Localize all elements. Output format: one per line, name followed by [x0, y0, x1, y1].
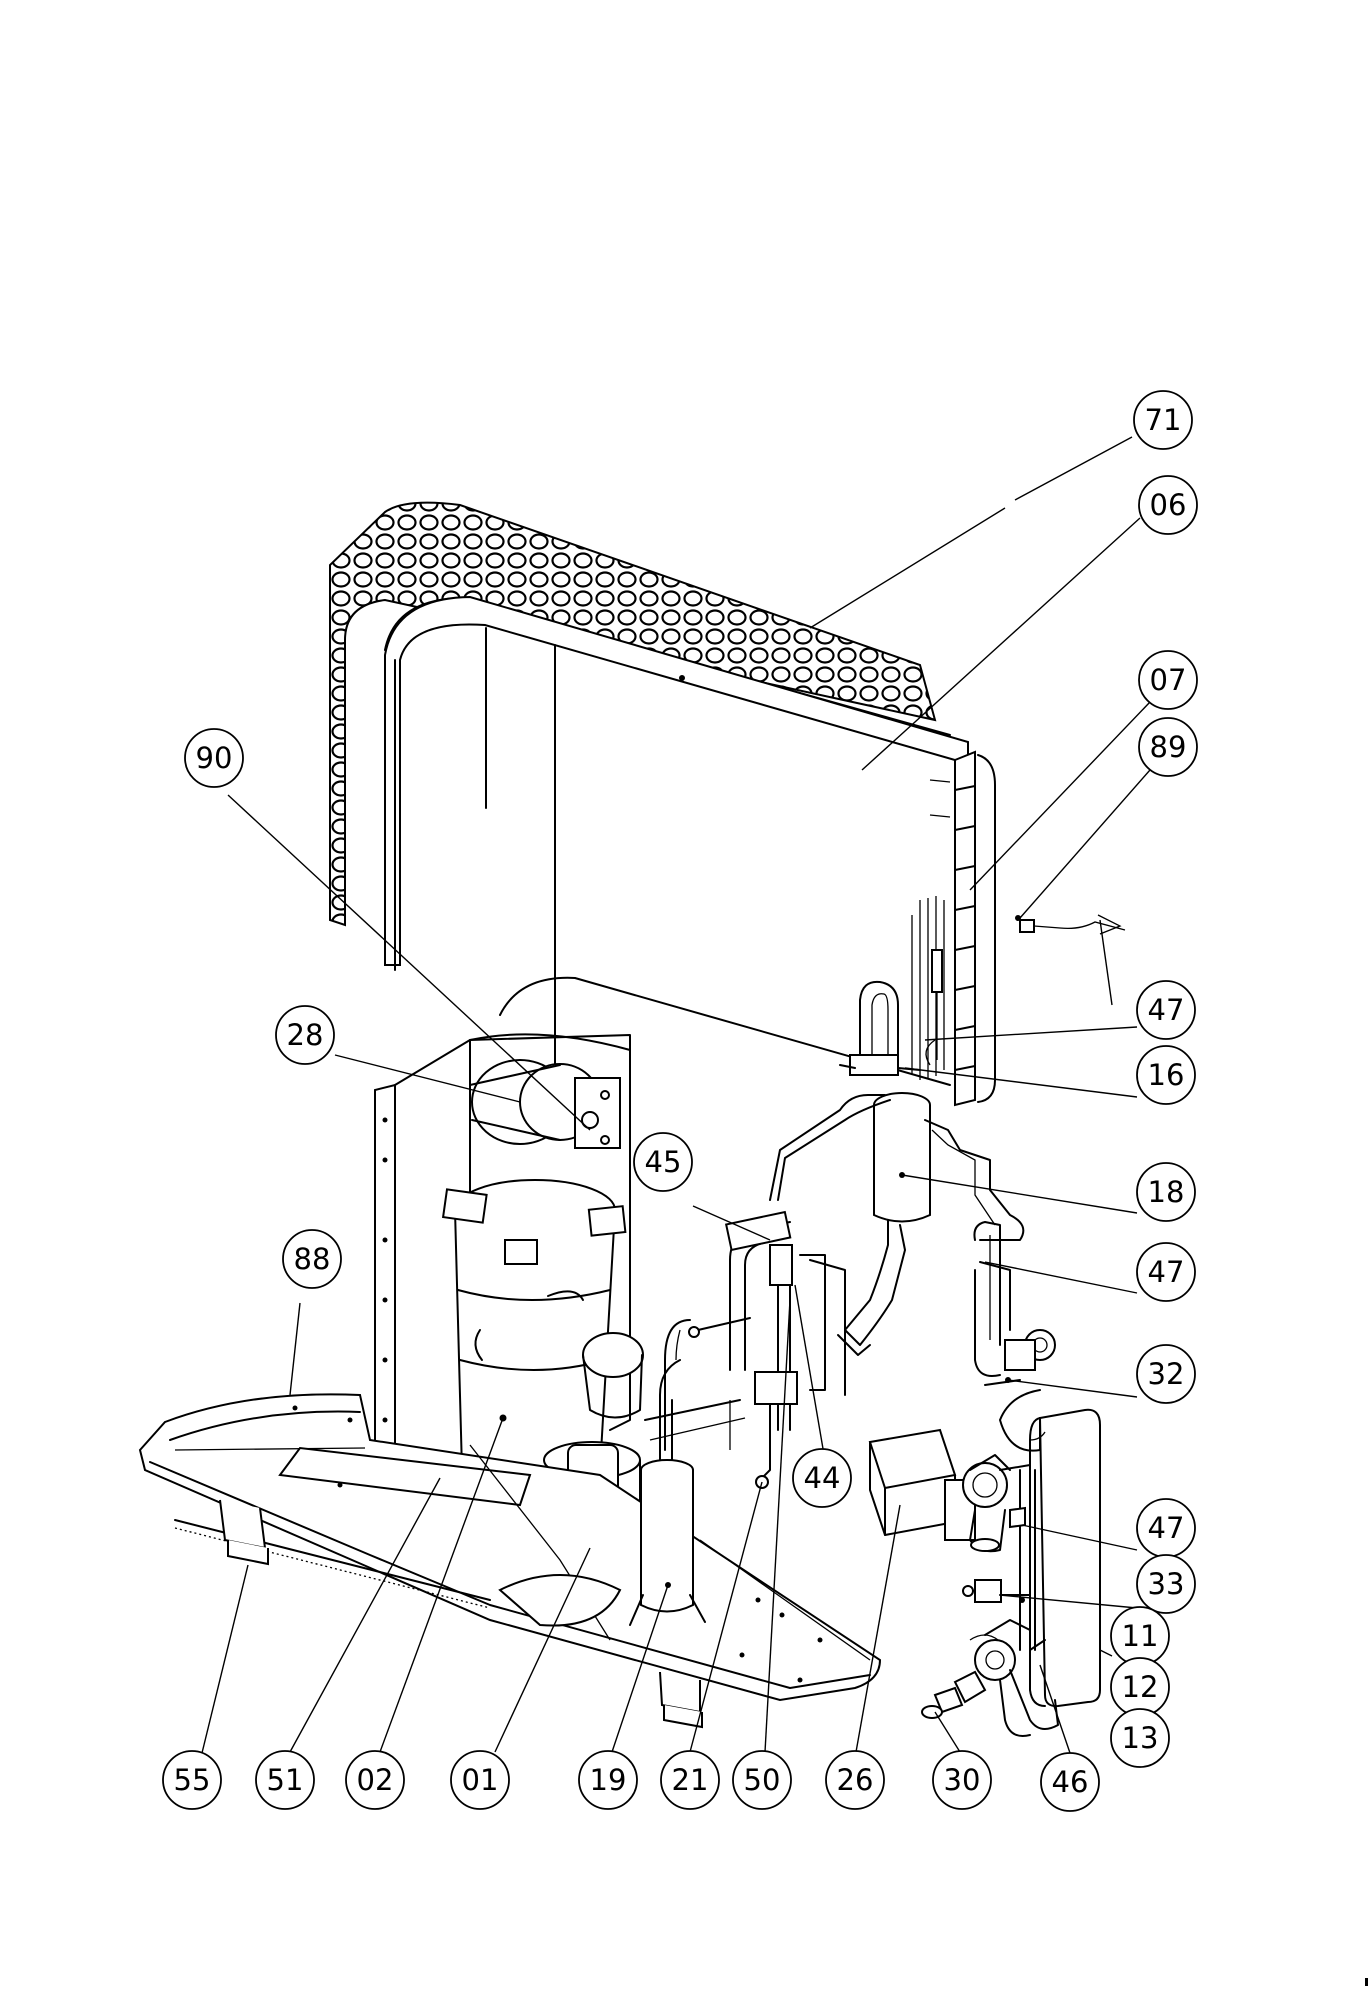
callout-19-label: 19 — [590, 1763, 627, 1797]
callout-26-label: 26 — [837, 1763, 874, 1797]
four-way-valve-assembly — [644, 1210, 846, 1489]
temperature-sensors — [925, 914, 1126, 1066]
callout-06-label: 06 — [1150, 488, 1187, 522]
callout-21-label: 21 — [672, 1763, 709, 1797]
callout-30: 30 — [932, 1750, 992, 1810]
callout-50-label: 50 — [744, 1763, 781, 1797]
callout-47-upper: 47 — [1136, 980, 1196, 1040]
callout-16: 16 — [1136, 1045, 1196, 1105]
callout-32: 32 — [1136, 1344, 1196, 1404]
callout-47-lower: 47 — [1136, 1498, 1196, 1558]
callout-28: 28 — [275, 1005, 335, 1065]
accumulator — [629, 1359, 706, 1626]
condenser-coil — [384, 595, 996, 1107]
callout-71-label: 71 — [1145, 403, 1182, 437]
callout-18: 18 — [1136, 1162, 1196, 1222]
callouts: 71 06 07 89 90 47 28 16 45 18 88 47 32 4… — [162, 390, 1198, 1812]
water-valves — [921, 1579, 1059, 1737]
callout-33: 33 — [1136, 1554, 1196, 1614]
callout-06: 06 — [1138, 475, 1198, 535]
refrigerant-piping — [839, 980, 1056, 1386]
callout-90: 90 — [184, 728, 244, 788]
callout-55-label: 55 — [174, 1763, 211, 1797]
callout-46-label: 46 — [1052, 1765, 1089, 1799]
callout-71: 71 — [1133, 390, 1193, 450]
callout-47-middle-label: 47 — [1148, 1255, 1185, 1289]
callout-51: 51 — [255, 1750, 315, 1810]
callout-13: 13 — [1110, 1708, 1170, 1768]
callout-07-label: 07 — [1150, 663, 1187, 697]
callout-88-label: 88 — [294, 1242, 331, 1276]
callout-16-label: 16 — [1148, 1058, 1185, 1092]
callout-19: 19 — [578, 1750, 638, 1810]
callout-33-label: 33 — [1148, 1567, 1185, 1601]
callout-89: 89 — [1138, 717, 1198, 777]
callout-51-label: 51 — [267, 1763, 304, 1797]
callout-28-label: 28 — [287, 1018, 324, 1052]
callout-02: 02 — [345, 1750, 405, 1810]
callout-13-label: 13 — [1122, 1721, 1159, 1755]
callout-07: 07 — [1138, 650, 1198, 710]
callout-47-middle: 47 — [1136, 1242, 1196, 1302]
callout-12: 12 — [1110, 1657, 1170, 1717]
compressor — [441, 1179, 627, 1486]
callout-26: 26 — [825, 1750, 885, 1810]
receiver-drier — [769, 1092, 931, 1356]
callout-32-label: 32 — [1148, 1357, 1185, 1391]
leader-lines — [201, 436, 1151, 1754]
callout-90-label: 90 — [196, 741, 233, 775]
callout-11: 11 — [1110, 1606, 1170, 1666]
callout-21: 21 — [660, 1750, 720, 1810]
callout-89-label: 89 — [1150, 730, 1187, 764]
callout-11-label: 11 — [1122, 1619, 1159, 1653]
callout-44-label: 44 — [804, 1461, 841, 1495]
water-pump — [868, 1428, 1031, 1553]
base-pan — [138, 1393, 882, 1729]
callout-02-label: 02 — [357, 1763, 394, 1797]
callout-45: 45 — [633, 1132, 693, 1192]
plate-heat-exchanger — [999, 1389, 1101, 1708]
scan-mark — [1365, 1978, 1368, 1986]
callout-18-label: 18 — [1148, 1175, 1185, 1209]
callout-55: 55 — [162, 1750, 222, 1810]
callout-47-lower-label: 47 — [1148, 1511, 1185, 1545]
callout-44: 44 — [792, 1448, 852, 1508]
callout-30-label: 30 — [944, 1763, 981, 1797]
callout-46: 46 — [1040, 1752, 1100, 1812]
callout-88: 88 — [282, 1229, 342, 1289]
fan-motor — [469, 1059, 621, 1149]
callout-01: 01 — [450, 1750, 510, 1810]
callout-47-upper-label: 47 — [1148, 993, 1185, 1027]
callout-12-label: 12 — [1122, 1670, 1159, 1704]
callout-45-label: 45 — [645, 1145, 682, 1179]
callout-01-label: 01 — [462, 1763, 499, 1797]
callout-50: 50 — [732, 1750, 792, 1810]
